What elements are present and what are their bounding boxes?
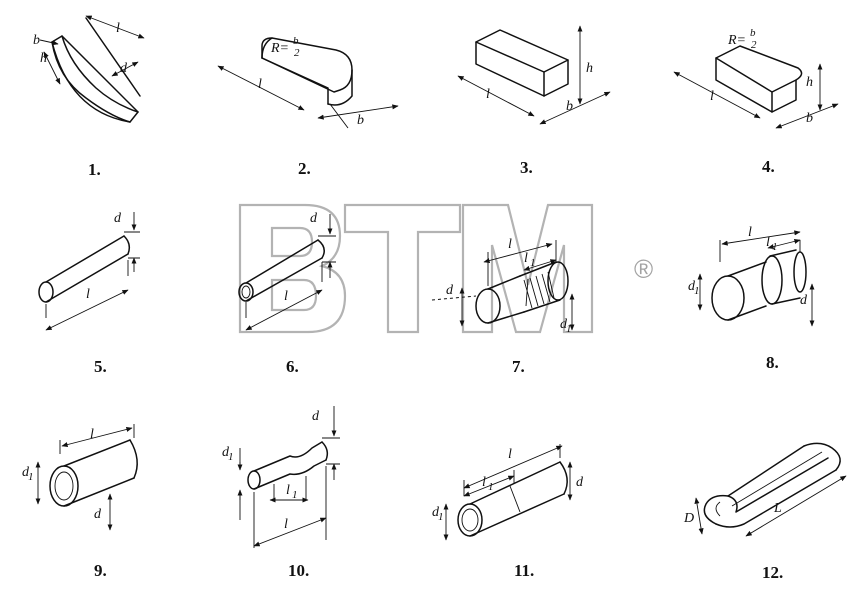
fig10-diameter-label: d xyxy=(312,409,320,424)
fig11-slot-length-label: l xyxy=(482,475,486,490)
fig10-reduced-length-subscript: 1 xyxy=(292,489,298,501)
caption-9: 9. xyxy=(94,561,107,580)
caption-1: 1. xyxy=(88,160,101,179)
figure-2-rounded-key: R= b 2 l b 2. xyxy=(217,35,399,178)
fig6-diameter-label: d xyxy=(310,211,318,226)
caption-7: 7. xyxy=(512,357,525,376)
caption-8: 8. xyxy=(766,353,779,372)
fig2-length-label: l xyxy=(258,77,262,92)
fig10-reduced-diameter-subscript: 1 xyxy=(228,451,234,463)
caption-6: 6. xyxy=(286,357,299,376)
fig11-end-diameter-subscript: 1 xyxy=(438,511,444,523)
caption-10: 10. xyxy=(288,561,309,580)
fig11-diameter-label: d xyxy=(576,475,584,490)
fig2-radius-label: R= xyxy=(270,41,289,56)
fig10-reduced-diameter-label: d xyxy=(222,445,230,460)
fig7-diameter-label: d xyxy=(446,283,454,298)
fig7-groove-diameter-label: d xyxy=(560,317,568,332)
fig4-width-label: b xyxy=(806,111,813,126)
figure-7-grooved-pin: l l 1 d d 1 7. xyxy=(431,237,575,376)
fig9-inner-diameter-label: d xyxy=(22,465,30,480)
fig10-length-label: l xyxy=(284,517,288,532)
fig1-length-label: l xyxy=(116,21,120,36)
caption-2: 2. xyxy=(298,159,311,178)
fig11-slot-length-subscript: 1 xyxy=(488,481,494,493)
fig7-groove-length-subscript: 1 xyxy=(530,257,536,269)
fig2-radius-denominator: 2 xyxy=(294,47,300,59)
figure-9-tubular-pin: l d 1 d 9. xyxy=(22,424,138,580)
fig3-length-label: l xyxy=(486,87,490,102)
fig2-radius-numerator: b xyxy=(293,35,299,47)
fig7-length-label: l xyxy=(508,237,512,252)
fig7-groove-length-label: l xyxy=(524,251,528,266)
caption-5: 5. xyxy=(94,357,107,376)
fig3-height-label: h xyxy=(586,61,593,76)
figure-3-rectangular-key: h l b 3. xyxy=(457,25,611,177)
fig6-length-label: l xyxy=(284,289,288,304)
fig4-radius-label: R= xyxy=(727,33,746,48)
fig8-small-diameter-subscript: 1 xyxy=(694,285,700,297)
figure-10-reduced-pin: d d 1 l 1 l 10. xyxy=(222,406,340,580)
fig1-height-label: h xyxy=(40,51,47,66)
fig9-diameter-label: d xyxy=(94,507,102,522)
fig3-width-label: b xyxy=(566,99,573,114)
watermark-registered-mark: ® xyxy=(634,254,653,284)
fig1-diameter-label: d xyxy=(120,61,128,76)
fig4-length-label: l xyxy=(710,89,714,104)
caption-12: 12. xyxy=(762,563,783,582)
fig8-length-label: l xyxy=(748,225,752,240)
fig8-shoulder-length-label: l xyxy=(766,235,770,250)
fig5-diameter-label: d xyxy=(114,211,122,226)
figure-1-segment-key: l b h d 1. xyxy=(33,15,145,179)
fig8-small-diameter-label: d xyxy=(688,279,696,294)
fig5-length-label: l xyxy=(86,287,90,302)
fig4-height-label: h xyxy=(806,75,813,90)
fig1-width-label: b xyxy=(33,33,40,48)
fig8-shoulder-length-subscript: 1 xyxy=(772,241,778,253)
figure-11-tapered-pin: l l 1 d d 1 11. xyxy=(432,444,584,580)
figure-6-chamfered-pin: d l 6. xyxy=(238,211,336,376)
fig9-length-label: l xyxy=(90,427,94,442)
caption-11: 11. xyxy=(514,561,534,580)
fig4-radius-numerator: b xyxy=(750,27,756,39)
fig9-inner-diameter-subscript: 1 xyxy=(28,471,34,483)
fig12-length-label: L xyxy=(773,501,782,516)
caption-4: 4. xyxy=(762,157,775,176)
fig7-groove-diameter-subscript: 1 xyxy=(566,323,572,335)
fig8-diameter-label: d xyxy=(800,293,808,308)
fig4-radius-denominator: 2 xyxy=(751,39,757,51)
figure-5-cylindrical-pin: d l 5. xyxy=(38,211,140,376)
figure-12-spring-pin: D L 12. xyxy=(683,442,847,582)
figure-8-stepped-pin: l l 1 d 1 d 8. xyxy=(688,225,815,372)
fig11-end-diameter-label: d xyxy=(432,505,440,520)
caption-3: 3. xyxy=(520,158,533,177)
fig12-diameter-label: D xyxy=(683,511,694,526)
fig11-length-label: l xyxy=(508,447,512,462)
fig2-width-label: b xyxy=(357,113,364,128)
figure-4-rounded-end-key: R= b 2 h l b 4. xyxy=(673,27,839,176)
fig10-reduced-length-label: l xyxy=(286,483,290,498)
